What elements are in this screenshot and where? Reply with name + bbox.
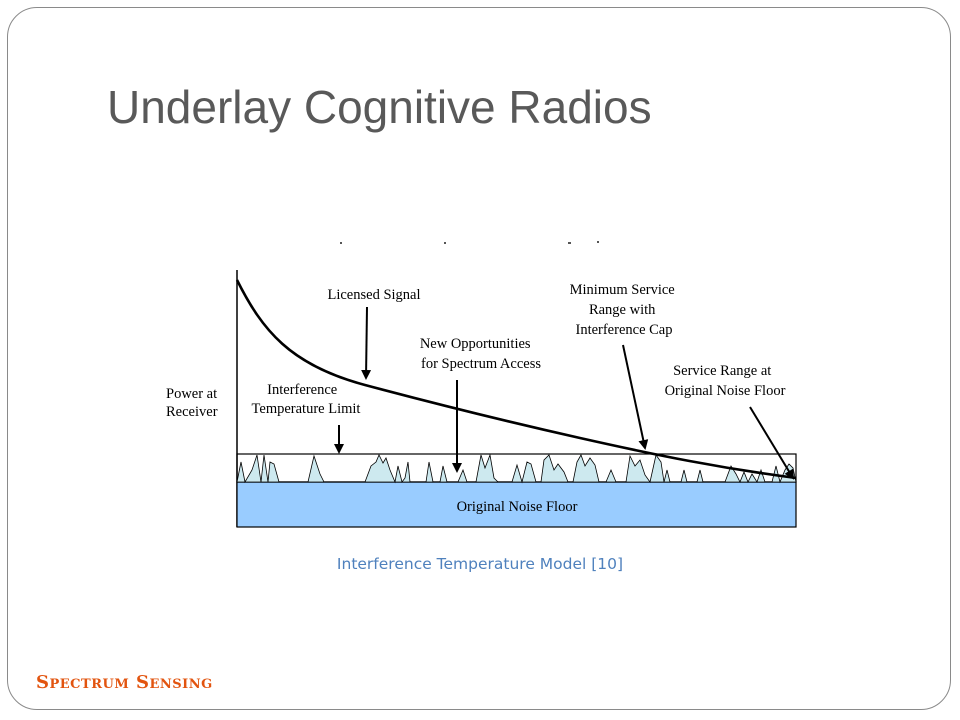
interference-spikes: [236, 453, 797, 484]
arrow-service-range-original: [749, 406, 795, 480]
interference-temperature-limit-label: Interference Temperature Limit: [252, 382, 361, 417]
slide-frame: [7, 7, 951, 710]
figure-caption: Interference Temperature Model [10]: [336, 555, 624, 573]
noise-floor-label: Original Noise Floor: [457, 499, 578, 515]
noise-floor-band: [236, 481, 797, 528]
slide-title: Underlay Cognitive Radios: [107, 81, 652, 133]
min-service-range-label: Minimum Service Range with Interference …: [570, 282, 679, 338]
service-range-original-label: Service Range at Original Noise Floor: [665, 363, 786, 399]
y-axis-label: Power at Receiver: [166, 386, 221, 420]
footer-section-label: Spectrum Sensing: [36, 672, 213, 693]
scan-artifacts: [340, 241, 599, 244]
licensed-signal-curve: [235, 279, 797, 480]
arrow-min-service-range: [622, 344, 649, 450]
licensed-signal-label: Licensed Signal: [327, 287, 420, 303]
new-opportunities-label: New Opportunities for Spectrum Access: [420, 336, 542, 372]
arrow-licensed-signal: [361, 306, 372, 380]
